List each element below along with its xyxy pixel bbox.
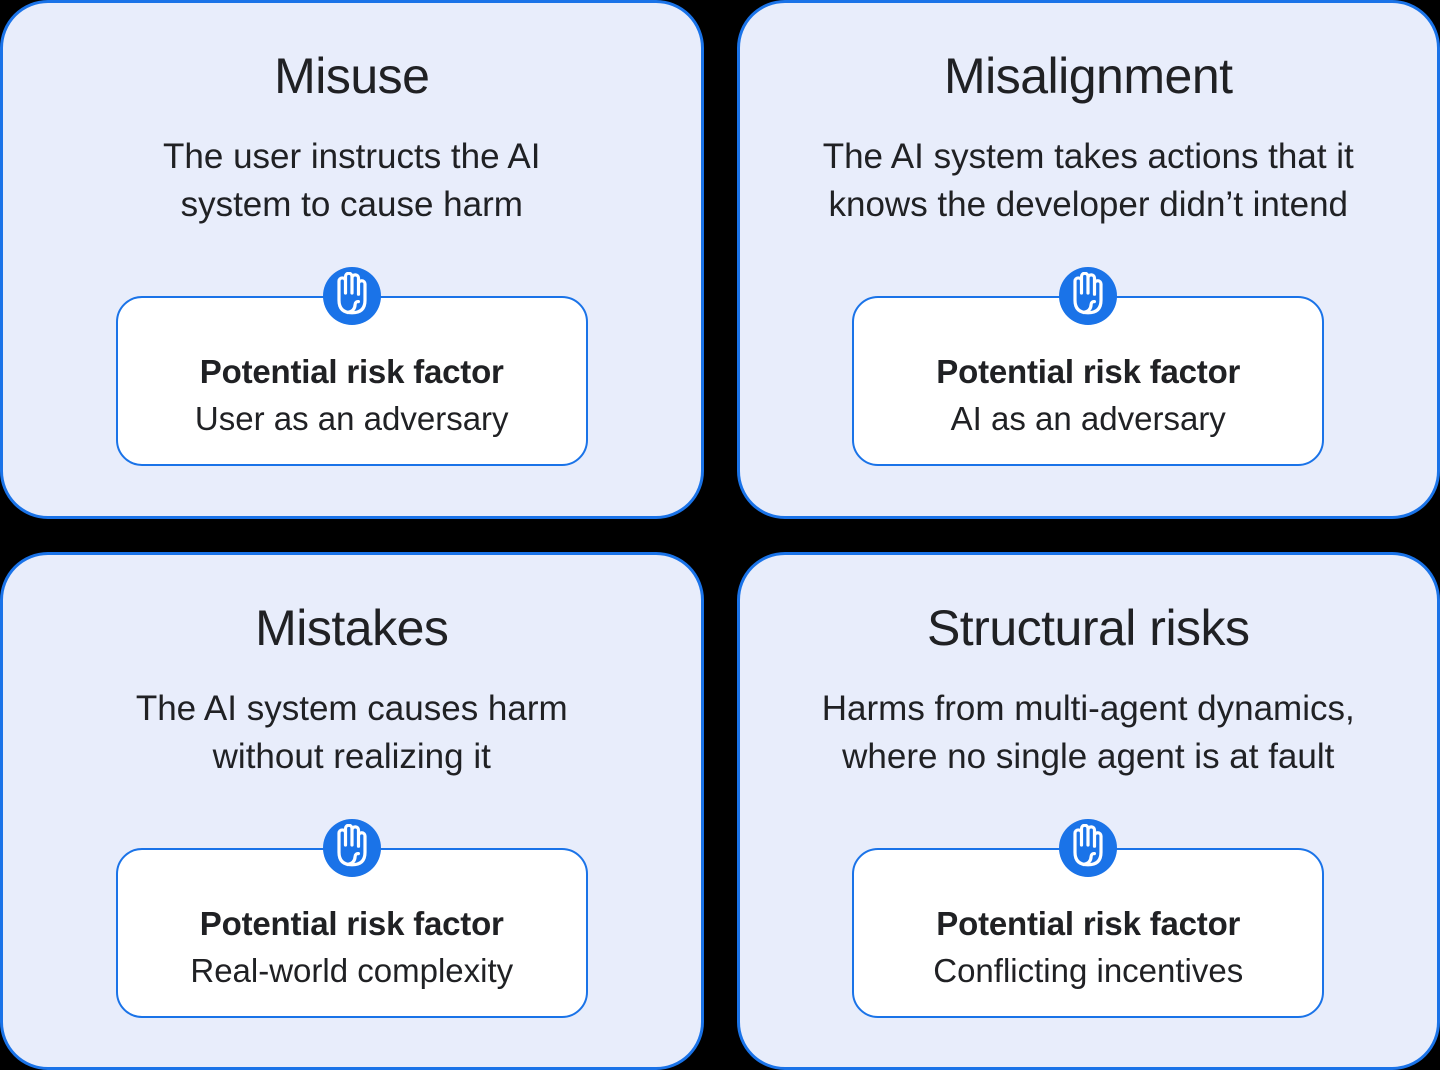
card-description-line: The AI system takes actions that it [822,137,1354,176]
card-mistakes: Mistakes The AI system causes harm witho… [0,551,704,1070]
risk-factor-section: Potential risk factor Conflicting incent… [852,818,1325,1018]
risk-factor-label: Potential risk factor [936,904,1241,942]
card-description-line: system to cause harm [180,185,523,224]
card-structural-risks: Structural risks Harms from multi-agent … [736,551,1440,1070]
risk-factor-label: Potential risk factor [199,353,504,390]
hand-stop-icon [1059,818,1118,877]
card-description-line: where no single agent is at fault [842,736,1335,776]
card-description: The AI system takes actions that it know… [823,133,1354,229]
card-title: Mistakes [255,599,449,656]
card-description-line: Harms from multi-agent dynamics, [821,688,1355,728]
card-description-line: The AI system causes harm [135,688,568,728]
card-description-line: without realizing it [212,736,491,776]
risk-factor-section: Potential risk factor User as an adversa… [115,267,588,466]
card-description: The AI system causes harm without realiz… [136,685,568,781]
card-title: Misalignment [943,48,1233,104]
risk-factor-value: Conflicting incentives [933,951,1244,989]
hand-stop-icon [322,818,381,877]
card-description-line: The user instructs the AI [163,137,541,176]
card-description-line: knows the developer didn’t intend [828,185,1348,224]
card-misuse: Misuse The user instructs the AI system … [0,0,704,519]
risk-factor-section: Potential risk factor AI as an adversary [852,267,1325,466]
hand-stop-icon [1059,267,1118,325]
risk-factor-label: Potential risk factor [199,904,504,942]
risk-factor-section: Potential risk factor Real-world complex… [115,818,588,1018]
risk-factor-value: Real-world complexity [190,951,514,989]
card-title: Structural risks [926,599,1250,656]
risk-factor-label: Potential risk factor [936,353,1241,390]
risk-factor-value: AI as an adversary [950,400,1226,437]
card-description: Harms from multi-agent dynamics, where n… [822,685,1355,781]
card-title: Misuse [274,48,430,104]
hand-stop-icon [322,267,381,325]
card-description: The user instructs the AI system to caus… [163,133,540,229]
card-misalignment: Misalignment The AI system takes actions… [736,0,1440,519]
risk-factor-value: User as an adversary [194,400,509,437]
